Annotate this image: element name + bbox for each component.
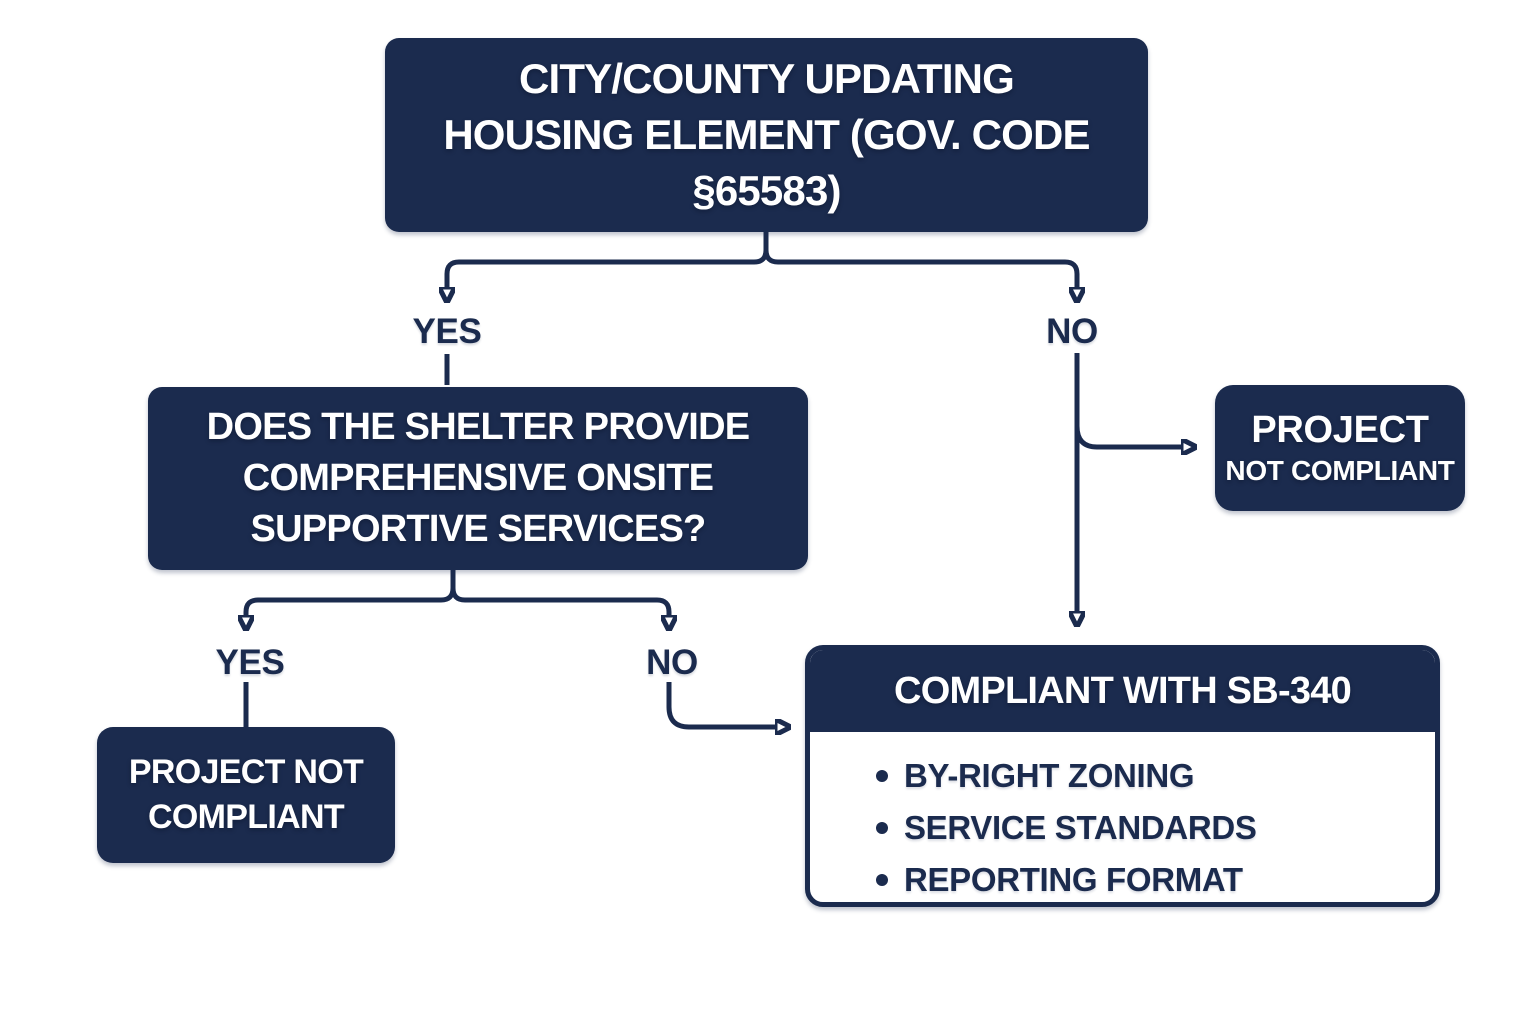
edge-no1-branch-to-not-compliant-arrow: [1074, 425, 1182, 447]
bullet-icon: [876, 822, 888, 834]
node-housing-element-line1: CITY/COUNTY UPDATING: [519, 55, 1015, 102]
node-housing-element-line2: HOUSING ELEMENT (GOV. CODE: [443, 111, 1090, 158]
edge-no2-to-compliant-arrow: [666, 682, 776, 727]
node-housing-element-update: CITY/COUNTY UPDATING HOUSING ELEMENT (GO…: [385, 38, 1148, 232]
node-pnc-left-line2: COMPLIANT: [148, 798, 345, 836]
node-project-not-compliant-left: PROJECT NOT COMPLIANT: [97, 727, 395, 863]
compliant-sb340-bullet-list: BY-RIGHT ZONING SERVICE STANDARDS REPORT…: [810, 732, 1435, 902]
edge-root-to-no-arrow: [763, 249, 1077, 288]
edge-question-to-no-arrow: [450, 587, 669, 616]
node-pnc-right-line2: NOT COMPLIANT: [1225, 455, 1455, 486]
edge-root-to-yes-arrow: [447, 249, 769, 288]
bullet-text: REPORTING FORMAT: [904, 861, 1243, 898]
list-item: REPORTING FORMAT: [876, 854, 1435, 902]
node-pnc-left-line1: PROJECT NOT: [128, 753, 364, 791]
node-question-line2: COMPREHENSIVE ONSITE: [242, 457, 714, 499]
node-pnc-right-line1: PROJECT: [1251, 409, 1429, 451]
compliant-sb340-title: COMPLIANT WITH SB-340: [894, 669, 1352, 712]
label-branch1-no: NO: [1046, 312, 1098, 351]
compliant-sb340-header: COMPLIANT WITH SB-340: [810, 650, 1435, 732]
node-housing-element-line3: §65583): [692, 167, 841, 214]
bullet-text: BY-RIGHT ZONING: [904, 757, 1195, 794]
node-question-line1: DOES THE SHELTER PROVIDE: [206, 406, 750, 448]
bullet-icon: [876, 770, 888, 782]
node-compliant-sb340: COMPLIANT WITH SB-340 BY-RIGHT ZONING SE…: [805, 645, 1440, 907]
bullet-text: SERVICE STANDARDS: [904, 809, 1257, 846]
label-branch2-no: NO: [646, 643, 698, 682]
node-project-not-compliant-right: PROJECT NOT COMPLIANT: [1215, 385, 1465, 511]
label-branch2-yes: YES: [215, 643, 285, 682]
bullet-icon: [876, 874, 888, 886]
edge-question-to-yes-arrow: [246, 587, 456, 616]
node-question-line3: SUPPORTIVE SERVICES?: [250, 508, 707, 550]
list-item: SERVICE STANDARDS: [876, 802, 1435, 854]
list-item: BY-RIGHT ZONING: [876, 750, 1435, 802]
label-branch1-yes: YES: [412, 312, 482, 351]
node-shelter-services-question: DOES THE SHELTER PROVIDE COMPREHENSIVE O…: [148, 387, 808, 570]
